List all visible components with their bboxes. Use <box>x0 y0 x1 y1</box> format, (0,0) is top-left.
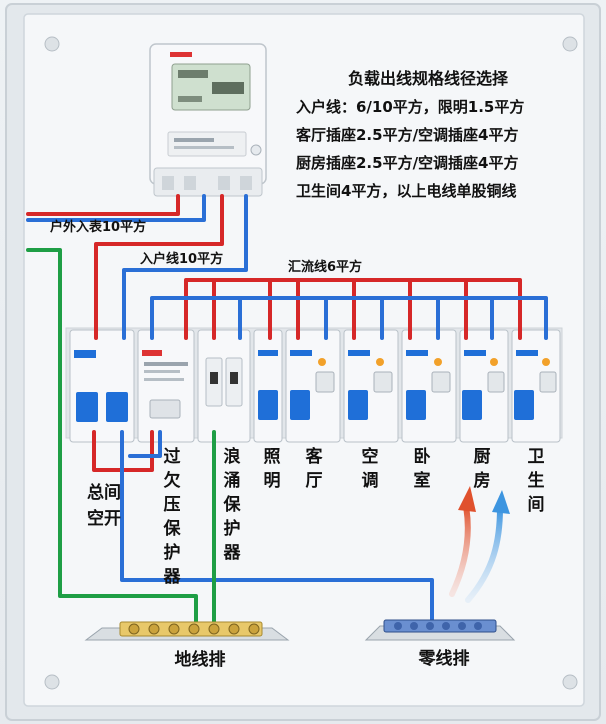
breaker-label-lighting: 照明 <box>264 447 281 491</box>
label-outdoor-to-meter: 户外入表10平方 <box>50 219 146 235</box>
wire-outdoor-neutral <box>26 194 206 222</box>
breaker-lighting-handle[interactable] <box>258 390 278 420</box>
breaker-label-surge: 浪涌保护器 <box>223 446 242 563</box>
breaker-label-kitchen: 厨房 <box>474 447 491 491</box>
branch-breakers <box>253 329 561 443</box>
spec-line: 客厅插座2.5平方/空调插座4平方 <box>295 126 519 144</box>
screw-icon <box>44 36 60 52</box>
screw-icon <box>562 36 578 52</box>
breaker-label-overvoltage: 过欠压保护器 <box>163 447 182 587</box>
breaker-bedroom-handle[interactable] <box>406 390 426 420</box>
breaker-lighting <box>253 329 283 443</box>
neutral-bar <box>364 619 516 641</box>
breaker-label-living: 客厅 <box>305 446 324 491</box>
breaker-bedroom <box>401 329 457 443</box>
main-breaker-handle[interactable] <box>76 392 98 422</box>
meter-terminal-block <box>153 167 263 197</box>
breaker-bathroom-handle[interactable] <box>514 390 534 420</box>
spec-title: 负载出线规格线径选择 <box>348 69 509 88</box>
wire-outdoor-live <box>26 194 180 216</box>
wire-ground-main <box>26 248 198 624</box>
wire-busbar-neutral <box>150 296 548 340</box>
breaker-bathroom <box>511 329 561 443</box>
breaker-label-bathroom: 卫生间 <box>528 447 545 515</box>
live-direction-arrow <box>449 503 471 597</box>
wire-neutral-to-bar <box>120 430 434 622</box>
wires <box>26 194 548 624</box>
spec-line: 厨房插座2.5平方/空调插座4平方 <box>296 154 519 172</box>
label-busbar-line: 汇流线6平方 <box>288 259 362 275</box>
breaker-kitchen <box>459 329 509 443</box>
main-breaker-handle-2[interactable] <box>106 392 128 422</box>
main-breaker <box>69 329 135 443</box>
breaker-ac-handle[interactable] <box>348 390 368 420</box>
overvoltage-protector <box>137 329 195 443</box>
neutral-arrow-head-icon <box>492 490 510 514</box>
wire-protector-neutral <box>128 430 162 458</box>
live-arrow-head-icon <box>458 486 476 512</box>
breaker-label-ac: 空调 <box>362 446 379 491</box>
breaker-living-room <box>285 329 341 443</box>
breaker-label-main: 总间空开 <box>87 482 121 529</box>
breaker-label-bedroom: 卧室 <box>414 447 431 491</box>
label-incoming-line: 入户线10平方 <box>140 251 223 267</box>
label-neutral-bar: 零线排 <box>418 648 470 669</box>
label-ground-bar: 地线排 <box>175 649 226 670</box>
neutral-direction-arrow <box>465 505 503 603</box>
spec-line: 入户线：6/10平方，限明1.5平方 <box>296 98 524 116</box>
wire-incoming-live <box>94 194 224 340</box>
breaker-living-handle[interactable] <box>290 390 310 420</box>
screw-icon <box>562 674 578 690</box>
breaker-ac <box>343 329 399 443</box>
ground-bar <box>84 621 290 641</box>
breaker-kitchen-handle[interactable] <box>462 390 482 420</box>
screw-icon <box>44 674 60 690</box>
spec-line: 卫生间4平方，以上电线单股铜线 <box>296 182 516 200</box>
surge-protector <box>197 329 251 443</box>
wire-incoming-neutral <box>122 194 248 340</box>
electric-meter <box>149 43 267 197</box>
